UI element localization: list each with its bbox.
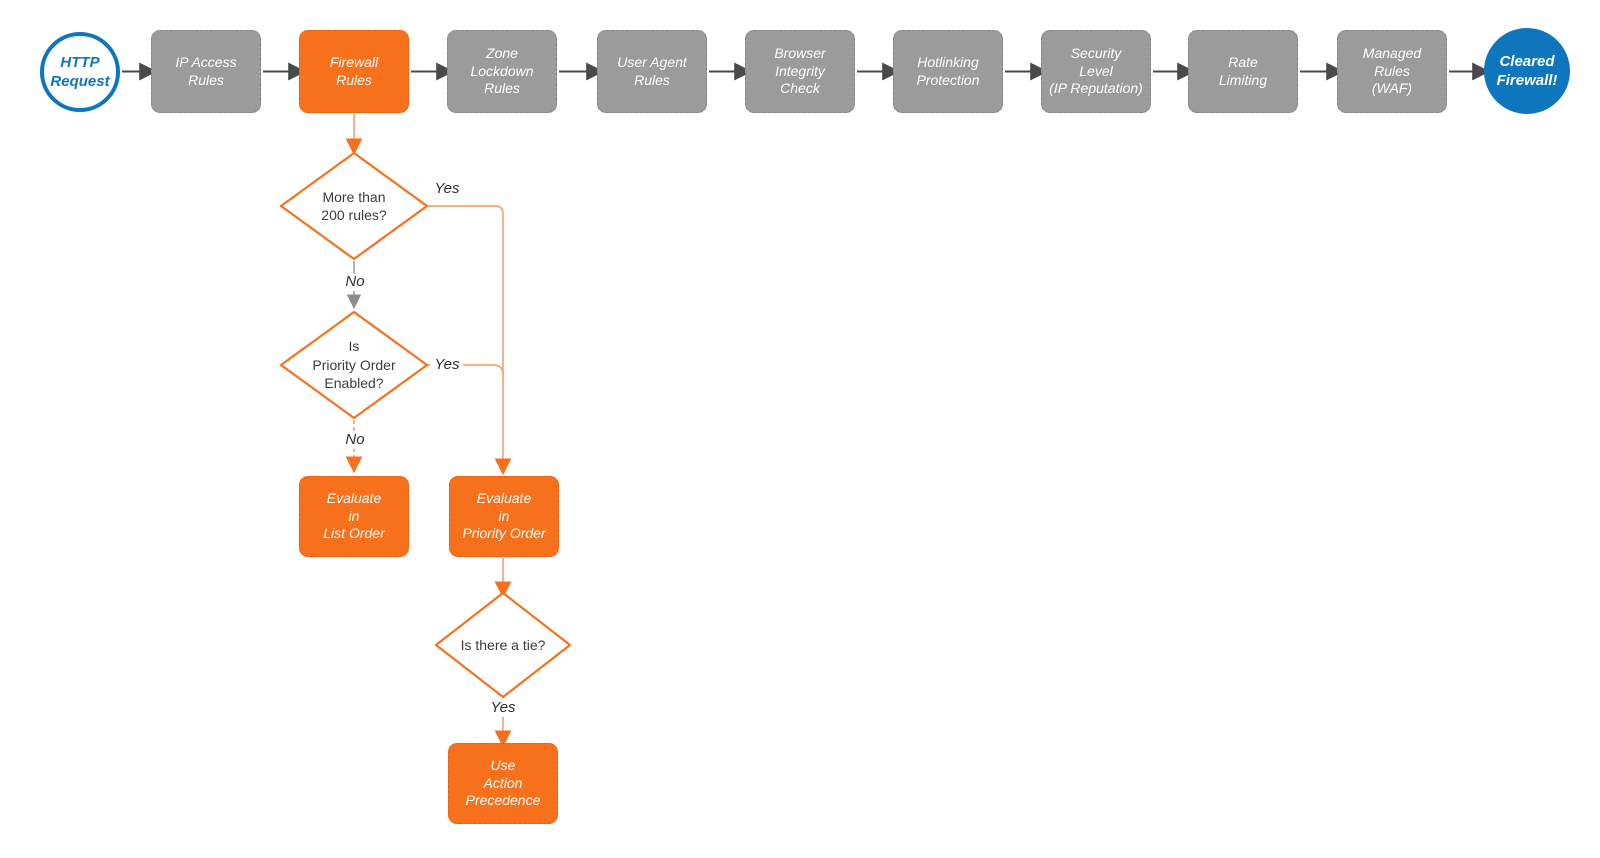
- decision-is-there-a-tie-label: Is there a tie?: [460, 636, 546, 653]
- start-node-http-request: HTTP Request: [40, 32, 120, 112]
- decision-priority-order-enabled-label: Is Priority Order Enabled?: [312, 338, 396, 392]
- stage-managed-rules-waf: Managed Rules (WAF): [1337, 30, 1447, 113]
- edge-label-no-1: No: [341, 273, 369, 291]
- decision-branch-arrows: [345, 114, 512, 748]
- decision-is-there-a-tie-shape: [434, 591, 572, 699]
- stage-hotlinking-protection: Hotlinking Protection: [893, 30, 1003, 113]
- end-node-cleared-firewall: Cleared Firewall!: [1484, 28, 1570, 114]
- action-evaluate-in-priority-order: Evaluate in Priority Order: [449, 476, 559, 557]
- edge-label-yes-2: Yes: [430, 356, 464, 374]
- action-evaluate-in-list-order: Evaluate in List Order: [299, 476, 409, 557]
- stage-user-agent-rules: User Agent Rules: [597, 30, 707, 113]
- stage-browser-integrity-check: Browser Integrity Check: [745, 30, 855, 113]
- stage-security-level: Security Level (IP Reputation): [1041, 30, 1151, 113]
- stage-rate-limiting: Rate Limiting: [1188, 30, 1298, 113]
- stage-firewall-rules: Firewall Rules: [299, 30, 409, 113]
- edge-label-yes-3: Yes: [486, 699, 520, 717]
- edge-label-no-2: No: [341, 431, 369, 449]
- stage-ip-access-rules: IP Access Rules: [151, 30, 261, 113]
- decision-more-than-200-rules-shape: [279, 151, 429, 261]
- decision-priority-order-enabled-shape: [279, 310, 429, 420]
- action-use-action-precedence: Use Action Precedence: [448, 743, 558, 824]
- decision-more-than-200-rules-label: More than 200 rules?: [321, 188, 387, 223]
- edge-label-yes-1: Yes: [430, 180, 464, 198]
- stage-zone-lockdown-rules: Zone Lockdown Rules: [447, 30, 557, 113]
